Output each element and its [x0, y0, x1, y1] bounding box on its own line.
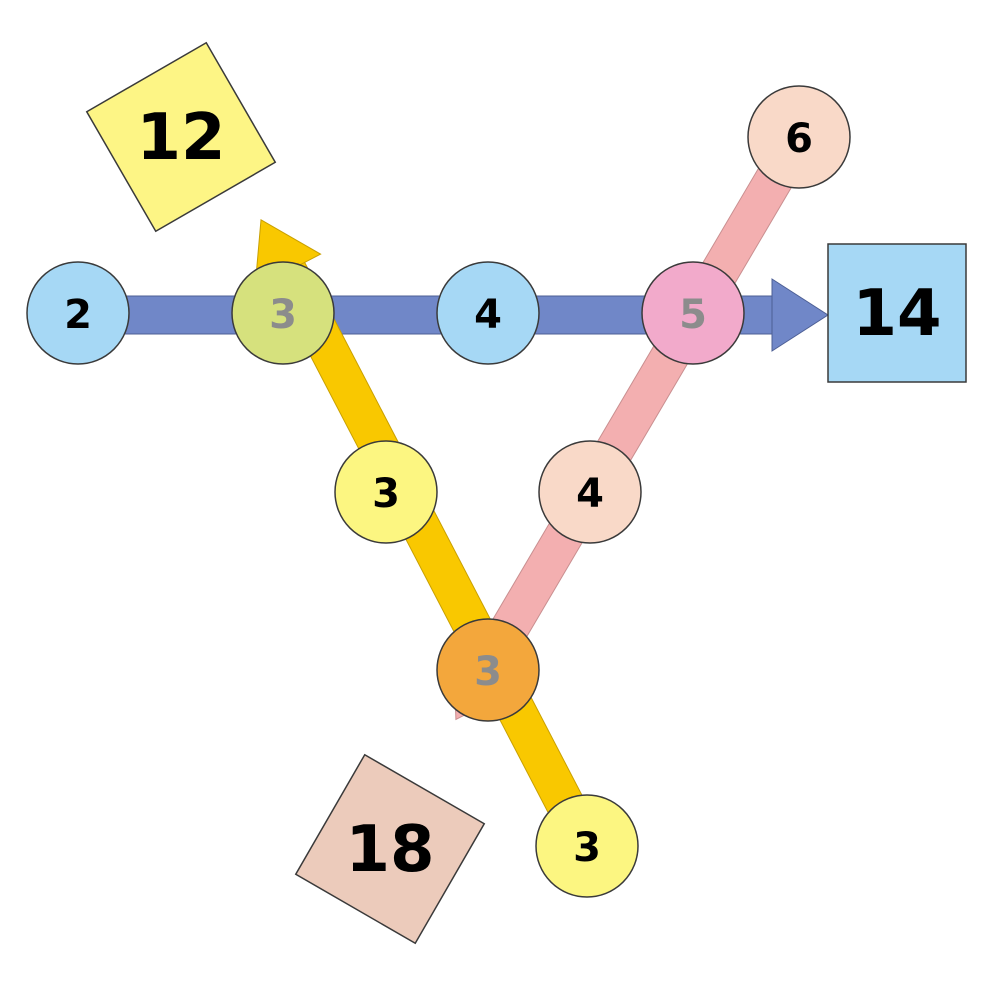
- sum-box-blue-label: 14: [852, 277, 941, 351]
- node-blue-yellow-cross-label: 3: [269, 292, 297, 338]
- node-yellow-mid-label: 3: [372, 471, 400, 517]
- node-blue-mid-label: 4: [474, 292, 502, 338]
- node-yellow-pink-cross-circle: [436, 618, 540, 722]
- node-blue-pink-cross-label: 5: [679, 292, 707, 338]
- node-yellow-start: 3: [535, 794, 639, 898]
- node-blue-yellow-cross: 3: [231, 261, 335, 365]
- node-blue-yellow-cross-circle: [231, 261, 335, 365]
- node-blue-pink-cross-circle: [641, 261, 745, 365]
- blue-path-arrowhead: [771, 278, 829, 352]
- node-yellow-start-circle: [535, 794, 639, 898]
- node-yellow-pink-cross: 3: [436, 618, 540, 722]
- node-yellow-mid-circle: [334, 440, 438, 544]
- node-blue-start-label: 2: [64, 292, 92, 338]
- node-pink-mid: 4: [538, 440, 642, 544]
- node-blue-start-circle: [26, 261, 130, 365]
- node-pink-start-circle: [747, 85, 851, 189]
- node-blue-mid-circle: [436, 261, 540, 365]
- sum-box-yellow-shape: [85, 41, 277, 233]
- sum-box-pink-shape: [294, 753, 486, 945]
- sum-box-yellow: 12: [85, 41, 277, 233]
- node-yellow-pink-cross-label: 3: [474, 649, 502, 695]
- pink-path-bar: [464, 126, 817, 686]
- node-yellow-mid: 3: [334, 440, 438, 544]
- node-pink-start-label: 6: [785, 116, 813, 162]
- sum-box-yellow-label: 12: [136, 101, 225, 175]
- sum-box-pink-label: 18: [345, 813, 434, 887]
- sum-box-blue: 14: [827, 243, 967, 383]
- node-pink-mid-circle: [538, 440, 642, 544]
- node-blue-start: 2: [26, 261, 130, 365]
- node-yellow-start-label: 3: [573, 825, 601, 871]
- sum-box-blue-shape: [827, 243, 967, 383]
- node-blue-pink-cross: 5: [641, 261, 745, 365]
- sum-box-pink: 18: [294, 753, 486, 945]
- node-pink-start: 6: [747, 85, 851, 189]
- node-pink-mid-label: 4: [576, 471, 604, 517]
- node-blue-mid: 4: [436, 261, 540, 365]
